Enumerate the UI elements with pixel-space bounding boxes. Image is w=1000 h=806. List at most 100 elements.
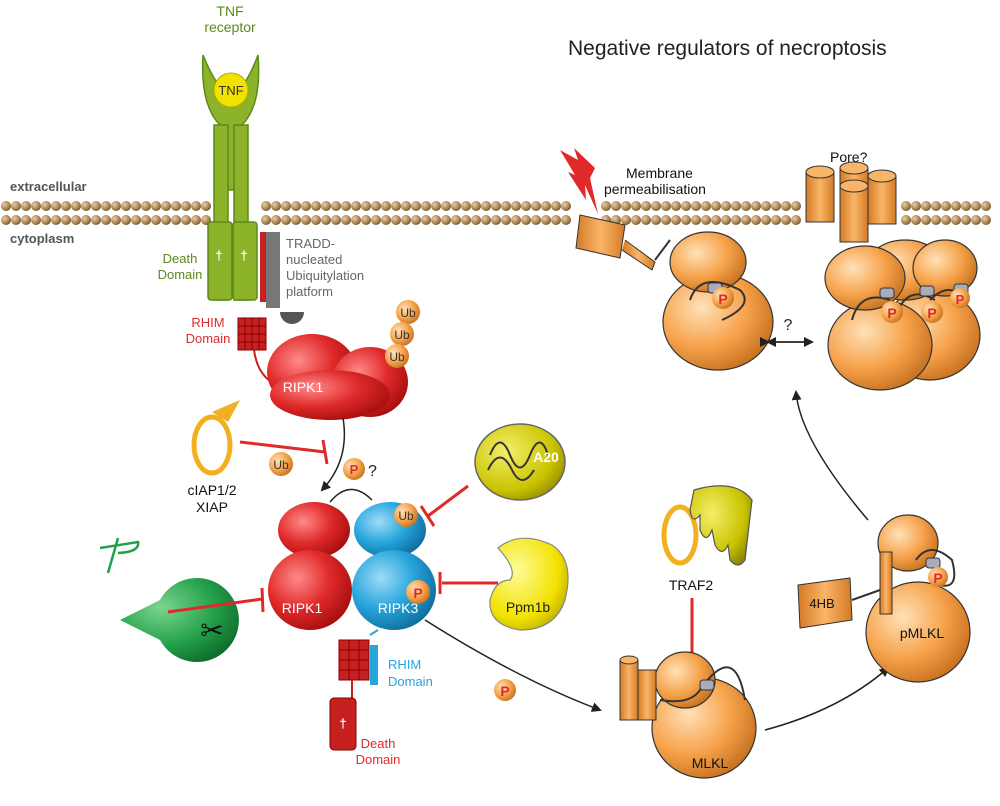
- membrane-lipid: [421, 215, 431, 225]
- ciap-label-2: XIAP: [196, 499, 228, 515]
- membrane-lipid: [451, 201, 461, 211]
- lightning-icon: [560, 148, 598, 214]
- membrane-lipid: [171, 201, 181, 211]
- membrane-lipid: [621, 215, 631, 225]
- membrane-lipid: [331, 215, 341, 225]
- membrane-lipid: [291, 215, 301, 225]
- ub-2: Ub: [394, 328, 410, 342]
- tnf-receptor-label-2: receptor: [204, 19, 256, 35]
- membrane-lipid: [711, 215, 721, 225]
- ciap-ub: Ub: [273, 458, 289, 472]
- membrane-lipid: [141, 201, 151, 211]
- membrane-lipid: [191, 215, 201, 225]
- membrane-lipid: [411, 215, 421, 225]
- membrane-lipid: [361, 215, 371, 225]
- membrane-lipid: [601, 201, 611, 211]
- membrane-lipid: [781, 201, 791, 211]
- membrane-lipid: [681, 201, 691, 211]
- rhim-label-2: Domain: [186, 331, 231, 346]
- traf2: TRAF2: [661, 485, 753, 593]
- diagram-title: Negative regulators of necroptosis: [568, 37, 887, 60]
- rhim-label-1: RHIM: [191, 315, 224, 330]
- death-domain-3-cross-icon: †: [339, 716, 346, 731]
- membrane-lipid: [21, 201, 31, 211]
- membrane-lipid: [911, 201, 921, 211]
- membrane-lipid: [61, 215, 71, 225]
- membrane-lipid: [201, 201, 211, 211]
- membrane-lipid: [301, 215, 311, 225]
- traf2-label: TRAF2: [669, 577, 714, 593]
- membrane-lipid: [521, 201, 531, 211]
- membrane-lipid: [951, 201, 961, 211]
- membrane-lipid: [631, 215, 641, 225]
- membrane-lipid: [981, 215, 991, 225]
- ripk3-phospho-badge: [406, 580, 430, 604]
- membrane-lipid: [521, 215, 531, 225]
- pmlkl-p: P: [933, 570, 942, 586]
- membrane-lipid: [281, 201, 291, 211]
- membrane-lipid: [461, 215, 471, 225]
- membrane-lipid: [431, 201, 441, 211]
- membrane-lipid: [261, 201, 271, 211]
- membrane-lipid: [141, 215, 151, 225]
- death-domain-label-2: Domain: [158, 267, 203, 282]
- membrane-lipid: [741, 215, 751, 225]
- membrane-lipid: [551, 215, 561, 225]
- membrane-lipid: [671, 201, 681, 211]
- membrane-lipid: [11, 215, 21, 225]
- cytoplasm-label: cytoplasm: [10, 231, 74, 246]
- membrane-lipid: [551, 201, 561, 211]
- membrane-lipid: [531, 201, 541, 211]
- membrane-lipid: [661, 215, 671, 225]
- pore-question-mark: ?: [784, 317, 793, 334]
- membrane-lipid: [481, 201, 491, 211]
- membrane-lipid: [531, 215, 541, 225]
- scissors-icon: ✂: [200, 615, 223, 646]
- membrane-lipid: [121, 215, 131, 225]
- ub-chain: Ub Ub Ub: [385, 300, 420, 368]
- membrane-lipid: [111, 201, 121, 211]
- membrane-lipid: [711, 201, 721, 211]
- membrane-lipid: [751, 201, 761, 211]
- membrane-lipid: [101, 201, 111, 211]
- dd3-label-1: Death: [361, 736, 396, 751]
- membrane-lipid: [31, 201, 41, 211]
- membrane-lipid: [381, 201, 391, 211]
- membrane-lipid: [741, 201, 751, 211]
- membrane-lipid: [691, 201, 701, 211]
- ciap-ring: cIAP1/2 XIAP: [187, 400, 240, 515]
- pore-label: Pore?: [830, 149, 868, 165]
- tradd-label-2: nucleated: [286, 252, 342, 267]
- membrane-lipid: [71, 215, 81, 225]
- membrane-lipid: [71, 201, 81, 211]
- membrane-lipid: [561, 215, 571, 225]
- activation-arrow: [320, 417, 346, 492]
- membrane-mlkl: P: [575, 214, 774, 371]
- membrane-lipid: [471, 215, 481, 225]
- membrane-lipid: [41, 215, 51, 225]
- membrane-lipid: [941, 215, 951, 225]
- ciap-label-1: cIAP1/2: [187, 482, 236, 498]
- membrane-lipid: [131, 201, 141, 211]
- membrane-lipid: [101, 215, 111, 225]
- membrane-lipid: [361, 201, 371, 211]
- membrane-lipid: [391, 201, 401, 211]
- ripk1-label: RIPK1: [282, 600, 323, 616]
- ripk1-ripk3-complex: RIPK1 RIPK3: [268, 502, 436, 630]
- casp8-protease: Casp8: [80, 537, 239, 662]
- membrane-lipid: [791, 215, 801, 225]
- membrane-lipid: [631, 201, 641, 211]
- membrane-lipid: [761, 201, 771, 211]
- ub-3: Ub: [389, 350, 405, 364]
- membrane-lipid: [491, 201, 501, 211]
- membrane-lipid: [401, 201, 411, 211]
- membrane-lipid: [131, 215, 141, 225]
- membrane-lipid: [481, 215, 491, 225]
- membrane-lipid: [371, 215, 381, 225]
- membrane-lipid: [541, 201, 551, 211]
- membrane-lipid: [661, 201, 671, 211]
- pmlkl-to-membrane-arrow: [791, 390, 869, 521]
- membrane-lipid: [901, 215, 911, 225]
- pore-p-2: P: [927, 305, 936, 321]
- membrane-lipid: [761, 215, 771, 225]
